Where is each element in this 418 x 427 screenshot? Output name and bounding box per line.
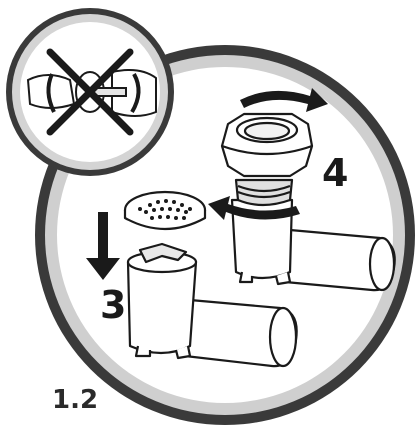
prohibited-cross-icon xyxy=(46,48,134,136)
plate-holes xyxy=(138,199,192,220)
prohibited-inset xyxy=(6,8,174,176)
arrow-down-icon xyxy=(86,212,120,280)
figure-label: 1.2 xyxy=(52,385,98,415)
grinder-body-step3 xyxy=(123,190,298,368)
rotate-clockwise-icon xyxy=(208,88,328,220)
step-number-4: 4 xyxy=(322,151,348,195)
step-number-3: 3 xyxy=(100,283,126,327)
grinder-body-step4 xyxy=(220,112,396,292)
